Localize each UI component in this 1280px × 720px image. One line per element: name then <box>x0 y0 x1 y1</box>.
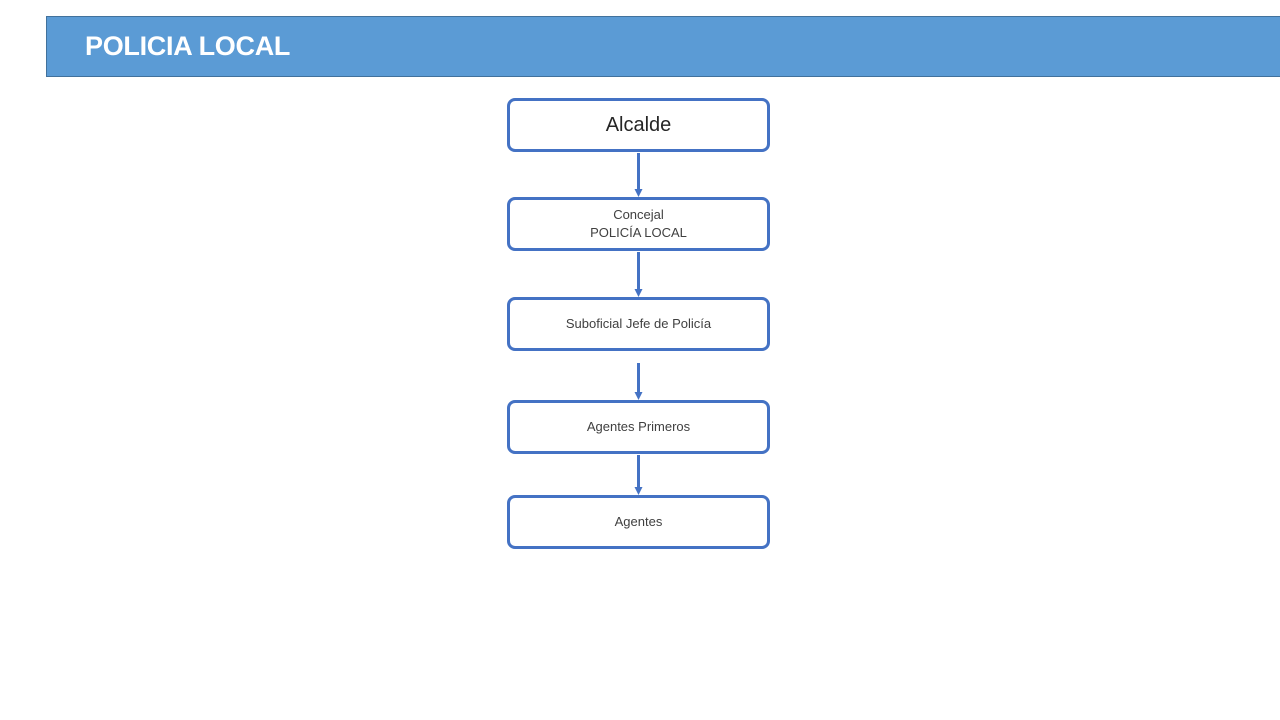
page-title: POLICIA LOCAL <box>85 31 291 61</box>
org-node-label: Suboficial Jefe de Policía <box>565 316 712 331</box>
org-node-label: Agentes <box>614 514 663 529</box>
org-node-label: Agentes Primeros <box>586 419 691 434</box>
org-node-concejal: Concejal POLICÍA LOCAL <box>507 197 770 251</box>
org-node-agentes-primeros: Agentes Primeros <box>507 400 770 454</box>
title-banner: POLICIA LOCAL <box>46 16 1280 77</box>
org-node-label: Alcalde <box>605 114 672 136</box>
org-node-alcalde: Alcalde <box>507 98 770 152</box>
org-node-suboficial-jefe: Suboficial Jefe de Policía <box>507 297 770 351</box>
org-node-sublabel: POLICÍA LOCAL <box>590 225 687 240</box>
org-node-agentes: Agentes <box>507 495 770 549</box>
org-node-label: Concejal <box>613 207 664 222</box>
